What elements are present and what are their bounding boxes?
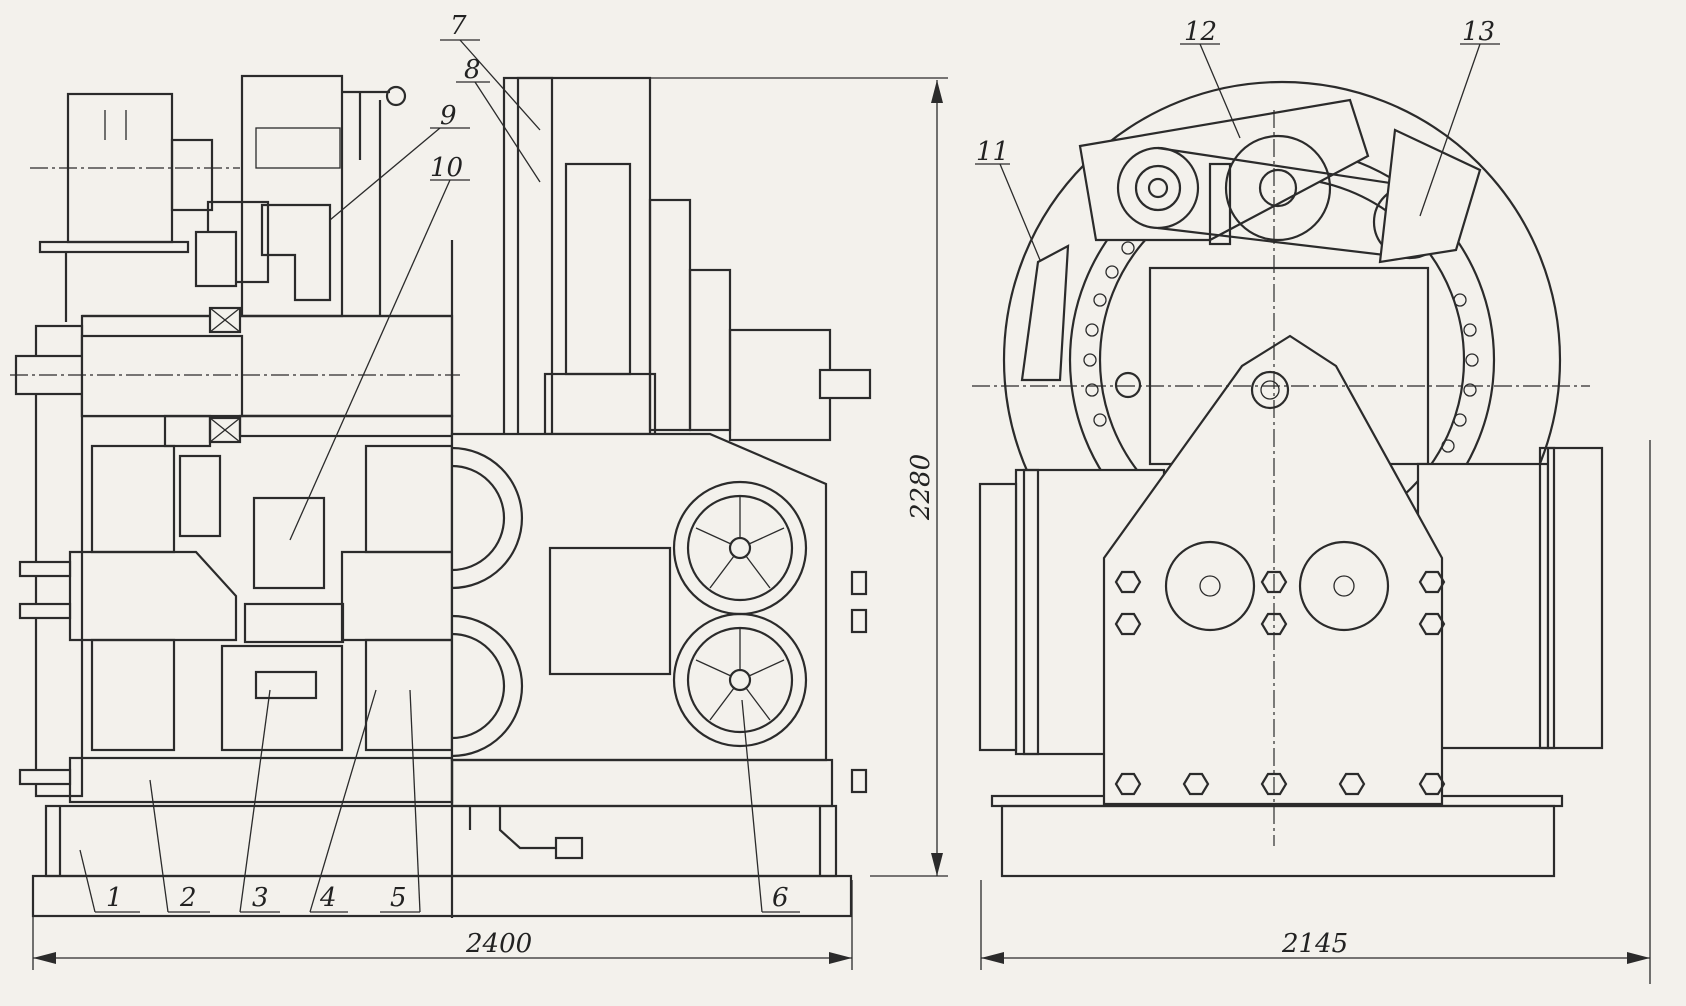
inspection-window (548, 546, 672, 676)
callout-8: 8 (464, 55, 481, 85)
grinding-media (243, 602, 345, 644)
callout-4: 4 (319, 883, 337, 913)
end-base (1000, 804, 1556, 878)
winding-upper-left (90, 444, 176, 554)
side-view (10, 74, 872, 918)
callout-12: 12 (1184, 17, 1217, 47)
end-view (972, 80, 1604, 878)
front-plate (1102, 334, 1444, 806)
callout-13: 13 (1462, 17, 1495, 47)
callout-6: 6 (772, 883, 789, 913)
callout-9: 9 (440, 101, 457, 131)
dim-2145: 2145 (1281, 929, 1348, 959)
fins (564, 162, 632, 376)
winding-lower-right (364, 638, 454, 752)
dimension-lines (32, 77, 1651, 984)
chamber (252, 496, 326, 590)
frame (44, 804, 838, 878)
callout-10: 10 (430, 153, 463, 183)
leader-lines (79, 39, 1500, 913)
callout-2: 2 (179, 883, 197, 913)
fan-lower (672, 612, 808, 748)
callout-7: 7 (450, 11, 467, 41)
drum-housing (502, 76, 652, 480)
disc-right (1298, 540, 1390, 632)
ball-sector (1020, 244, 1070, 382)
bolt-ring (1083, 241, 1479, 453)
callout-3: 3 (252, 883, 269, 913)
base-core (68, 756, 454, 804)
dim-2280: 2280 (906, 454, 936, 521)
outlet (254, 670, 318, 700)
winding-lower-left (90, 638, 176, 752)
dim-2400: 2400 (465, 929, 532, 959)
callout-11: 11 (976, 137, 1009, 167)
disc-left (1164, 540, 1256, 632)
lower-casing (450, 432, 828, 762)
base-plate (31, 874, 853, 918)
callout-5: 5 (390, 883, 407, 913)
callout-1: 1 (106, 883, 123, 913)
winding-upper-right (364, 444, 454, 554)
drive-cover (1078, 98, 1370, 242)
hex-bolts (1114, 570, 1446, 796)
